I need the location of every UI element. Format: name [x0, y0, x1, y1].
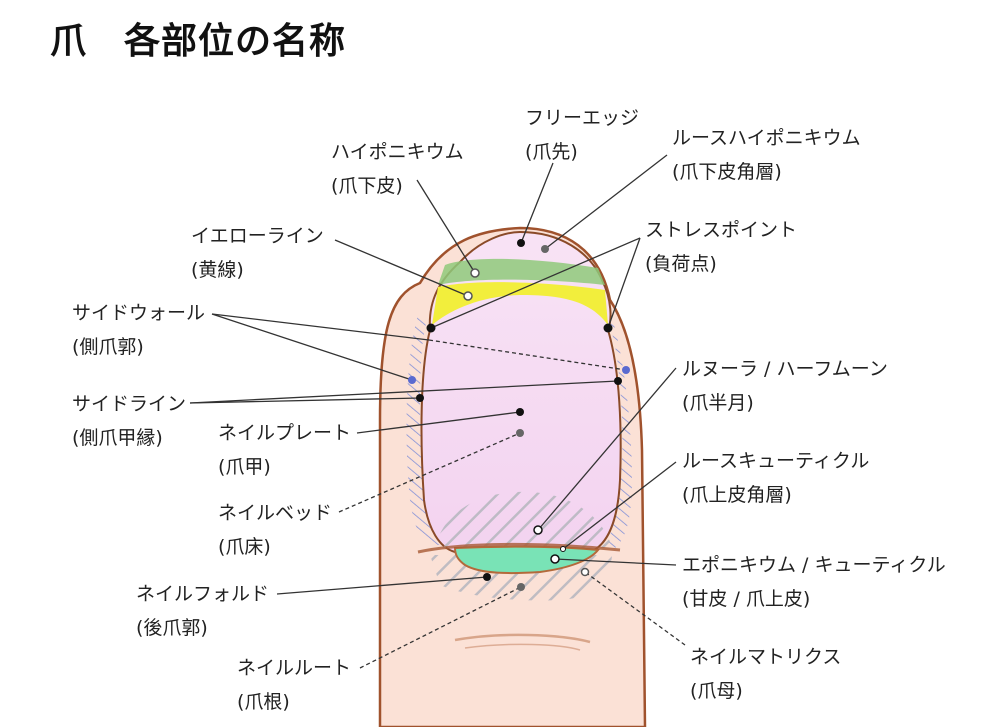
marker-nail-plate — [516, 408, 524, 416]
marker-loose-hyponychium — [541, 245, 549, 253]
eponychium-fold — [417, 542, 621, 554]
marker-nail-root — [517, 583, 525, 591]
marker-lunula — [533, 525, 543, 535]
label-lunula: ルヌーラ / ハーフムーン (爪半月) — [682, 358, 888, 414]
marker-nail-matrix — [580, 567, 590, 577]
label-hyponychium: ハイポニキウム (爪下皮) — [331, 141, 464, 197]
side-wall-left — [406, 315, 440, 545]
marker-free-edge — [517, 239, 525, 247]
marker-side-wall-left — [408, 376, 416, 384]
label-nail-bed: ネイルベッド (爪床) — [218, 502, 333, 558]
marker-stress-left — [426, 323, 436, 333]
marker-side-wall-right — [622, 366, 630, 374]
label-eponychium: エポニキウム / キューティクル (甘皮 / 爪上皮) — [682, 554, 946, 610]
marker-stress-right — [603, 323, 613, 333]
lunula-area — [435, 491, 612, 548]
marker-nail-bed — [516, 429, 524, 437]
label-stress-point: ストレスポイント (負荷点) — [645, 219, 798, 275]
page-title: 爪 各部位の名称 — [50, 21, 347, 62]
finger-crease — [454, 633, 591, 644]
side-wall-right — [605, 318, 632, 548]
label-free-edge: フリーエッジ (爪先) — [525, 107, 640, 163]
label-nail-plate: ネイルプレート (爪甲) — [218, 422, 352, 478]
marker-nail-fold — [483, 573, 491, 581]
label-yellow-line: イエローライン (黄線) — [191, 225, 324, 281]
marker-loose-cuticle — [560, 546, 566, 552]
label-nail-root: ネイルルート (爪根) — [237, 657, 352, 713]
leader-lines — [189, 154, 686, 669]
hyponychium-band — [438, 258, 605, 285]
label-nail-matrix: ネイルマトリクス (爪母) — [690, 646, 842, 702]
markers — [408, 239, 630, 591]
label-side-wall: サイドウォール (側爪郭) — [72, 302, 206, 358]
marker-side-line-left — [416, 394, 424, 402]
label-loose-cuticle: ルースキューティクル (爪上皮角層) — [682, 450, 870, 506]
label-side-line: サイドライン (側爪甲縁) — [72, 393, 187, 449]
yellow-line-band — [432, 282, 608, 325]
nail-plate-shape — [420, 230, 622, 553]
marker-eponychium — [550, 554, 560, 564]
cuticle-band — [453, 545, 600, 575]
marker-yellow-line — [463, 291, 473, 301]
label-loose-hyponychium: ルースハイポニキウム (爪下皮角層) — [672, 127, 861, 183]
marker-hyponychium — [470, 268, 480, 278]
marker-side-line-right — [614, 377, 622, 385]
label-nail-fold: ネイルフォルド (後爪郭) — [136, 583, 270, 639]
